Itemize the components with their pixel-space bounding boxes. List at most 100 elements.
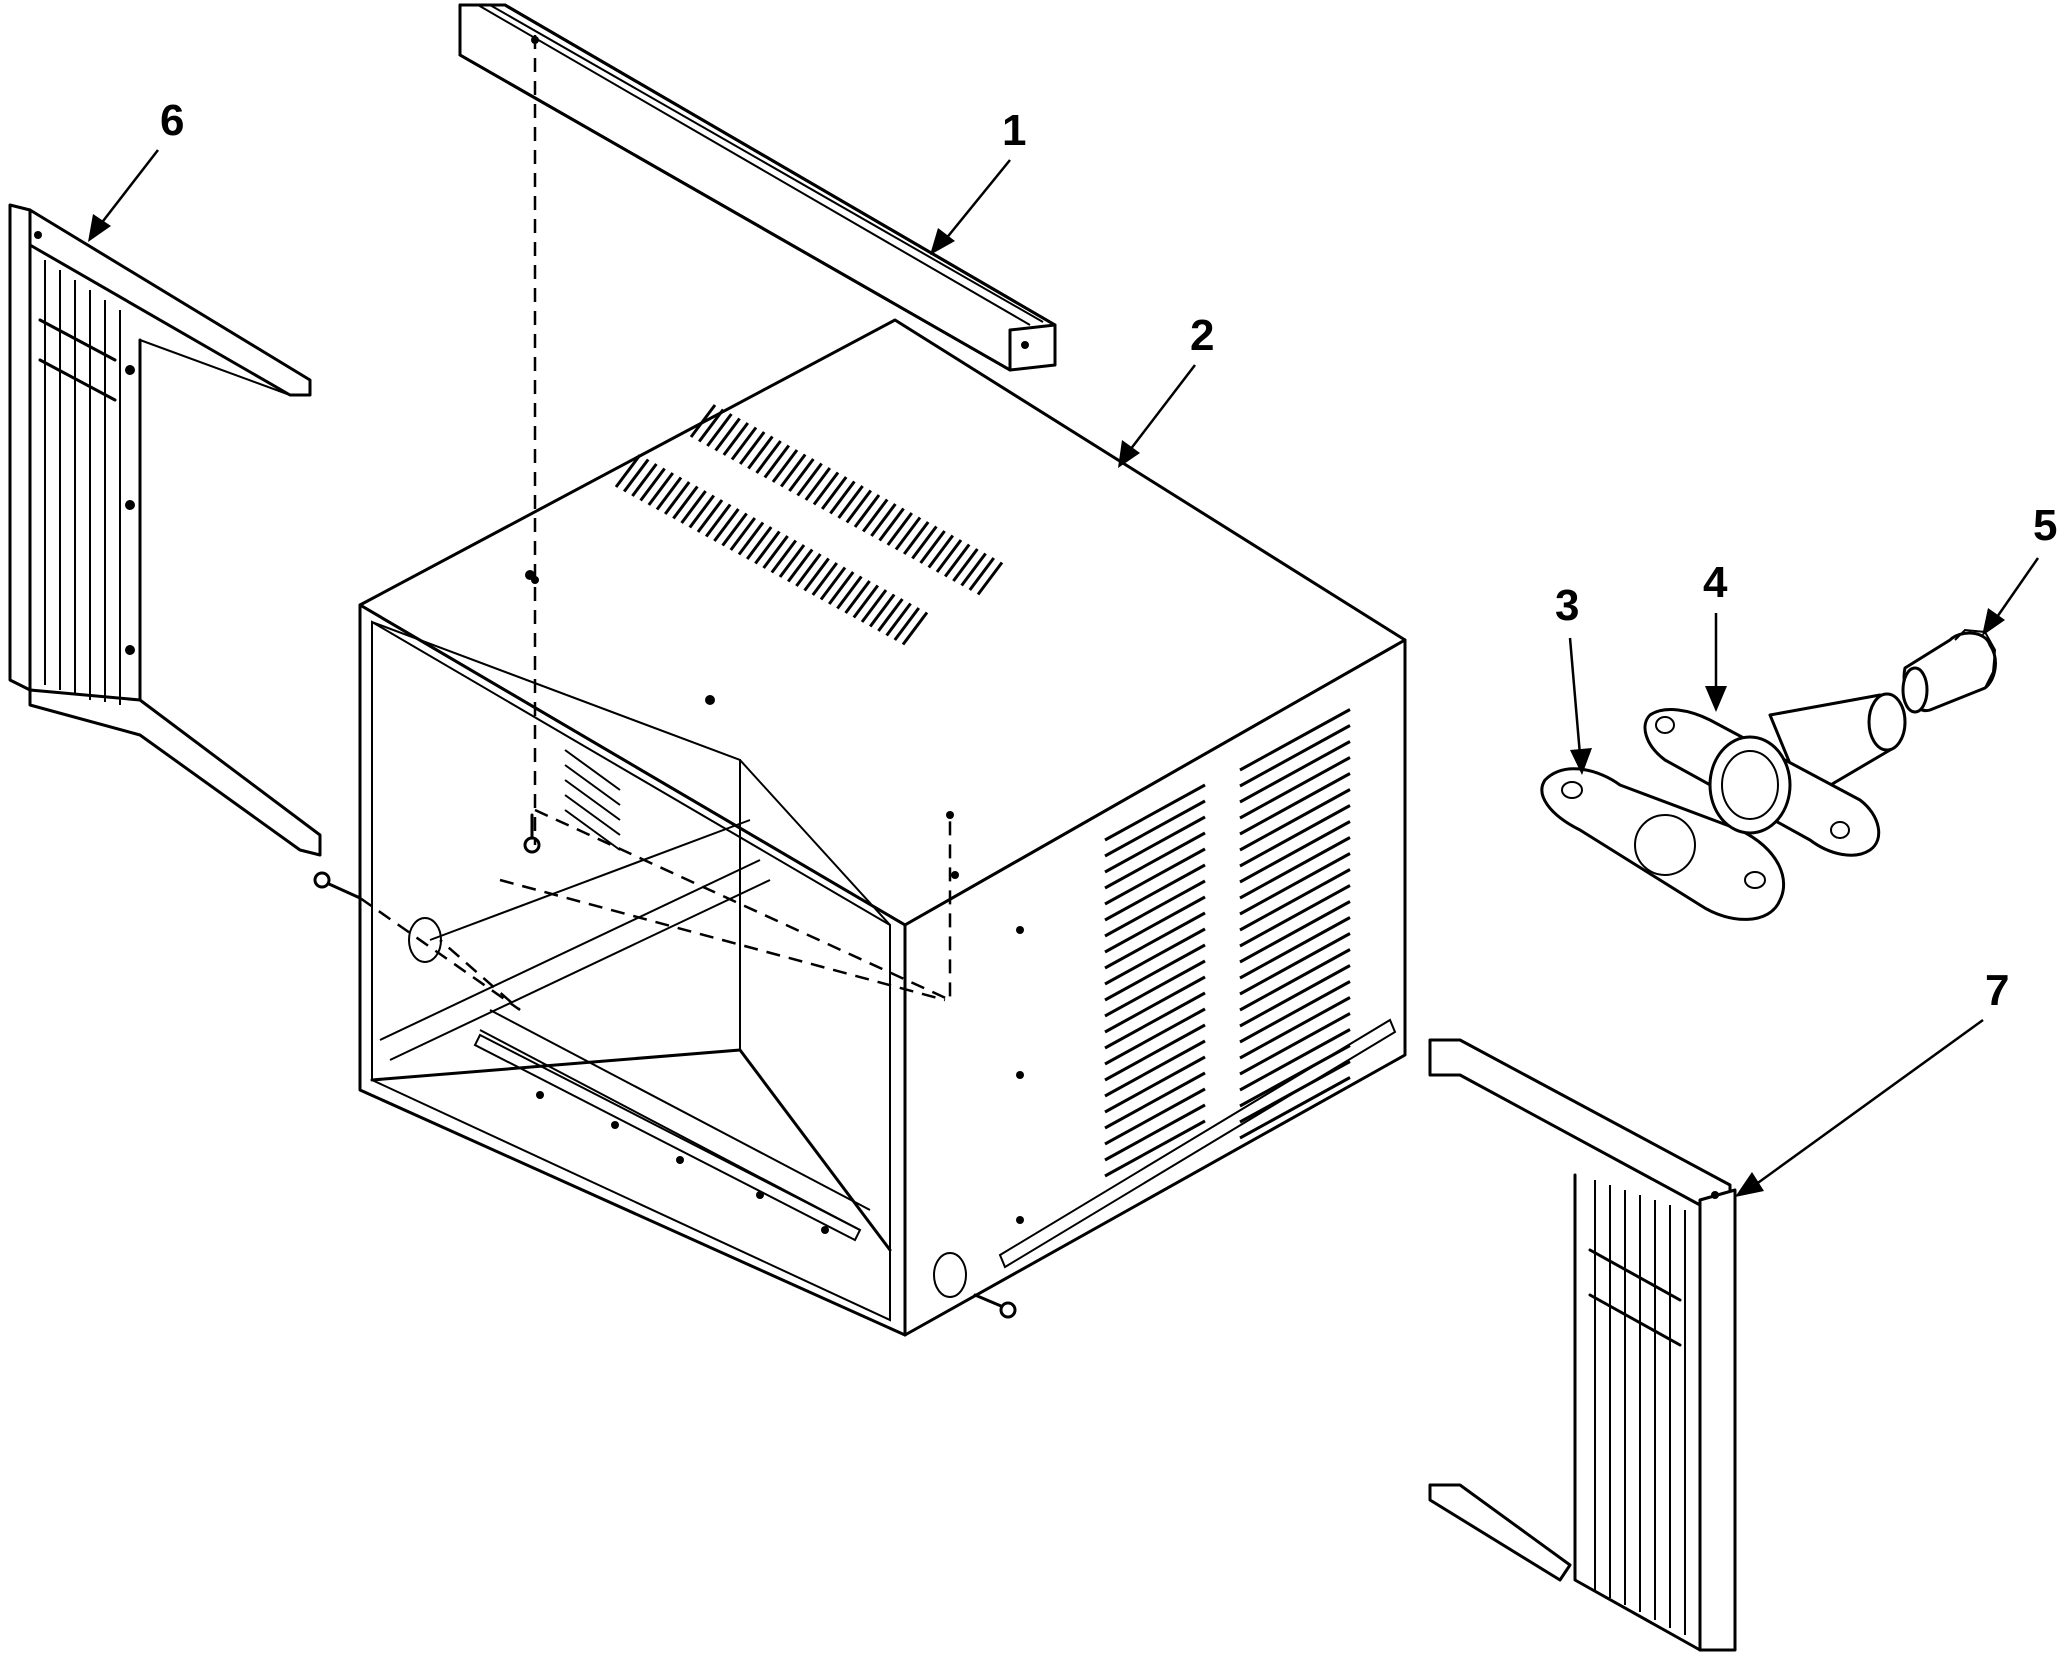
- louver-slat: [770, 539, 797, 574]
- louver-slat: [829, 480, 856, 515]
- louver-slat: [647, 472, 674, 506]
- louver-slat: [762, 535, 789, 569]
- louver-slat: [828, 571, 855, 605]
- louver-slat: [927, 534, 954, 569]
- louver-slat: [803, 557, 830, 592]
- louver-slat: [844, 580, 871, 614]
- louver-slat: [614, 454, 642, 488]
- louver-slat: [878, 507, 905, 542]
- louver-slat: [780, 453, 807, 488]
- louver-slat: [739, 431, 766, 465]
- louver-slat: [755, 440, 782, 474]
- louver-slat: [1239, 1044, 1351, 1108]
- louver-slat: [1239, 964, 1351, 1028]
- screws: [313, 576, 1017, 1319]
- callout-6: 6: [88, 96, 184, 242]
- louver-slat: [1104, 1055, 1206, 1114]
- louver-slat: [1104, 1119, 1206, 1178]
- louver-slat: [952, 548, 979, 582]
- louver-slat: [1104, 1023, 1206, 1082]
- callout-7-label: 7: [1985, 966, 2009, 1015]
- louver-slat: [1239, 708, 1351, 772]
- louver-slat: [819, 566, 847, 601]
- louver-slat: [894, 516, 922, 551]
- louver-slat: [631, 463, 658, 497]
- louver-slat: [737, 521, 765, 556]
- louver-slat: [1239, 948, 1351, 1012]
- louver-slat: [870, 503, 897, 537]
- louver-slat: [885, 602, 912, 637]
- louver-slat: [804, 467, 831, 501]
- louver-slat: [680, 490, 707, 524]
- louver-slat: [893, 607, 920, 641]
- louver-slat: [1239, 1076, 1351, 1140]
- louver-slat: [1104, 959, 1206, 1018]
- louver-slat: [787, 548, 814, 583]
- louver-slat: [1239, 932, 1351, 996]
- louver-slat: [1239, 820, 1351, 884]
- louver-slat: [1104, 831, 1206, 890]
- louver-slat: [862, 498, 889, 533]
- louver-slat: [1104, 975, 1206, 1034]
- louver-slat: [1239, 996, 1351, 1060]
- louver-slat: [788, 458, 815, 492]
- louver-slat: [729, 517, 756, 551]
- louver-slat: [1104, 1039, 1206, 1098]
- louver-slat: [1104, 815, 1206, 874]
- louver-slat: [869, 593, 896, 628]
- top-louvers: [614, 404, 1004, 646]
- louver-slat: [903, 521, 930, 555]
- louver-slat: [1104, 895, 1206, 954]
- callout-2: 2: [1118, 311, 1214, 468]
- louver-slat: [1104, 783, 1206, 842]
- louver-slat: [706, 413, 733, 447]
- part-4-sleeve-flange: [1643, 692, 1907, 857]
- louver-slat: [688, 494, 715, 529]
- louver-slat: [812, 471, 840, 506]
- screw-left: [313, 871, 362, 900]
- louver-slat: [664, 481, 691, 515]
- louver-slat: [778, 544, 806, 578]
- louver-slat: [1104, 863, 1206, 922]
- louver-slat: [746, 526, 773, 560]
- louver-slat: [763, 444, 790, 479]
- louver-slat: [721, 512, 748, 547]
- louver-slat: [968, 557, 995, 591]
- louver-slat: [655, 476, 683, 511]
- louver-slat: [1239, 836, 1351, 900]
- callout-3: 3: [1555, 581, 1592, 775]
- louver-slat: [1239, 772, 1351, 836]
- louver-slat: [1104, 911, 1206, 970]
- louver-slat: [730, 426, 758, 461]
- louver-slat: [944, 543, 971, 578]
- louver-slat: [1104, 1103, 1206, 1162]
- louver-slat: [1239, 1060, 1351, 1124]
- louver-slat: [845, 489, 872, 524]
- louver-slat: [1104, 879, 1206, 938]
- louver-slat: [1104, 991, 1206, 1050]
- louver-slat: [722, 422, 749, 456]
- callout-4-label: 4: [1703, 558, 1728, 607]
- louver-slat: [1239, 852, 1351, 916]
- louver-slat: [714, 417, 741, 452]
- part-3-gasket: [1540, 767, 1786, 921]
- louver-slat: [911, 525, 938, 560]
- louver-slat: [796, 462, 823, 497]
- louver-slat: [1104, 1007, 1206, 1066]
- louver-slat: [837, 485, 864, 519]
- callout-2-label: 2: [1190, 311, 1214, 360]
- louver-slat: [1104, 799, 1206, 858]
- louver-slat: [1104, 927, 1206, 986]
- louver-slat: [1239, 884, 1351, 948]
- louver-slat: [705, 503, 732, 538]
- louver-slat: [811, 562, 838, 596]
- louver-slat: [1239, 868, 1351, 932]
- louver-slat: [696, 499, 724, 533]
- callout-5-label: 5: [2033, 501, 2057, 550]
- louver-slat: [1239, 724, 1351, 788]
- louver-slat: [852, 584, 879, 619]
- louver-slat: [976, 561, 1004, 596]
- louver-slat: [935, 539, 963, 573]
- part-6-left-side-panel: [8, 203, 322, 857]
